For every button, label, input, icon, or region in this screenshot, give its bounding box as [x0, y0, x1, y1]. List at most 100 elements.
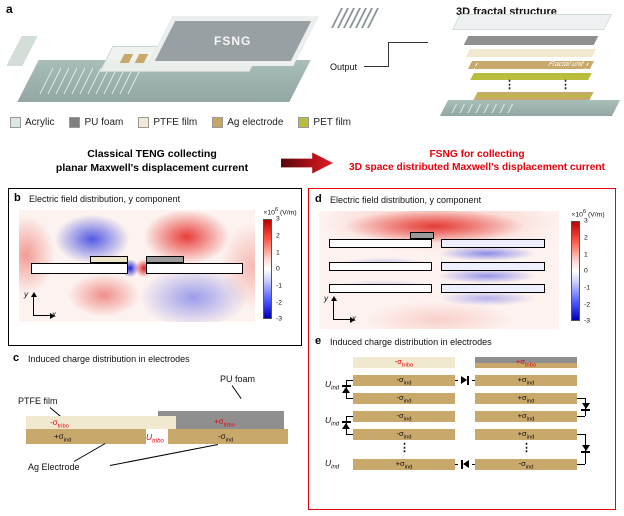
pet-plate	[470, 73, 592, 80]
pu-foam-cap	[410, 232, 435, 240]
right-ag-electrode	[168, 429, 288, 444]
ind-neg-label: -σind	[218, 432, 234, 444]
ptfe-bar: -σtribo	[353, 357, 455, 368]
panel-b-title: Electric field distribution, y component	[29, 194, 181, 204]
electrode-bar	[441, 261, 545, 271]
ind-label: +σind	[517, 374, 535, 387]
output-wire	[388, 42, 389, 67]
electrode-bar: -σind	[475, 459, 577, 470]
left-electrode-bar	[30, 262, 128, 274]
panel-d-label: d	[315, 193, 322, 205]
electrode-bar	[328, 284, 432, 294]
colorbar-strip	[263, 219, 272, 320]
colorbar-d: ×106 (V/m) 3 2 1 0 -1 -2 -3	[565, 209, 611, 325]
continuation-dots: ⋮	[399, 442, 410, 454]
fsng-label: FSNG	[214, 34, 252, 48]
electrode-bar	[441, 284, 545, 294]
fsng-panel-box: d Electric field distribution, y compone…	[308, 188, 616, 510]
y-axis-arrow	[30, 292, 37, 315]
electrode-bar: +σind	[475, 411, 577, 422]
tick-label: 2	[584, 234, 588, 242]
ind-label: +σind	[395, 458, 413, 471]
ind-pos-label: +σind	[54, 432, 72, 444]
tribo-pos-label: +σtribo	[214, 417, 235, 429]
pu-foam-label: PU foam	[220, 374, 256, 384]
header-line: Classical TENG collecting	[87, 148, 217, 160]
legend-label: Acrylic	[25, 117, 55, 128]
u-ind-label: Uind	[325, 458, 340, 471]
output-wire	[388, 42, 428, 43]
x-axis-arrow	[333, 316, 355, 323]
ptfe-plate	[465, 49, 597, 57]
electrode-bar: -σind	[353, 375, 455, 386]
axis-indicator: y x	[323, 294, 356, 327]
ptfe-strip	[26, 416, 176, 429]
tick-label: -2	[584, 301, 591, 309]
field-plot-d	[319, 211, 559, 329]
electrode-bar: -σind	[353, 393, 455, 404]
ind-label: -σind	[396, 428, 412, 441]
ptfe-cap	[89, 255, 128, 263]
colorbar-title: ×106 (V/m)	[263, 207, 297, 217]
header-fsng: FSNG for collecting 3D space distributed…	[334, 148, 620, 175]
header-classical-teng: Classical TENG collecting planar Maxwell…	[26, 148, 278, 175]
acrylic-base	[439, 100, 621, 116]
panel-e-label: e	[315, 335, 322, 347]
panel-e-title: Induced charge distribution in electrode…	[330, 337, 492, 347]
axis-indicator: y x	[23, 290, 56, 323]
y-axis-label: y	[24, 290, 28, 299]
tick-label: 1	[584, 251, 588, 259]
tribo-pos-label: +σtribo	[515, 356, 537, 369]
acrylic-wall	[6, 36, 38, 66]
field-plot-b	[19, 210, 255, 322]
fsng-schematic: -σtribo +σtribo -σind +σind -σind +σind …	[325, 355, 609, 505]
tick-label: -1	[584, 284, 591, 292]
stack-dots: ⋮	[560, 79, 571, 91]
wire	[577, 464, 585, 465]
pu-foam-bar: +σtribo	[475, 357, 577, 368]
fractal-unit-label: Fractal unit	[546, 61, 585, 68]
fsng-device-render: FSNG	[6, 6, 319, 114]
panel-b-label: b	[14, 192, 21, 204]
legend-item-pet-film: PET film	[298, 117, 351, 128]
tick-label: -3	[276, 315, 283, 323]
pu-foam-cap	[146, 255, 185, 263]
header-line: 3D space distributed Maxwell's displacem…	[348, 162, 606, 174]
electrode-bar: -σind	[353, 411, 455, 422]
wire	[346, 416, 353, 417]
header-line: FSNG for collecting	[429, 149, 525, 160]
wire	[577, 416, 585, 417]
legend-item-acrylic: Acrylic	[10, 117, 54, 128]
y-axis-arrow	[330, 296, 337, 319]
ag-electrode-label: Ag Electrode	[28, 462, 80, 472]
electrode-traces	[451, 104, 519, 113]
leader-line	[109, 444, 219, 466]
panel-c-label: c	[13, 352, 20, 364]
tick-label: 0	[276, 265, 280, 273]
leader-line	[231, 385, 242, 399]
transition-arrow-icon	[281, 152, 333, 174]
wire	[346, 398, 353, 399]
diode-icon	[341, 418, 351, 432]
ind-label: +σind	[517, 428, 535, 441]
legend-swatch	[138, 117, 150, 128]
u-ind-label: Uind	[325, 379, 340, 392]
u-ind-label: Uind	[325, 415, 340, 428]
electrode-bar	[328, 239, 432, 249]
output-label: Output	[330, 62, 358, 72]
fsng-slab: FSNG	[147, 16, 319, 66]
electrode-bar: +σind	[475, 393, 577, 404]
acrylic-top-plate	[451, 14, 613, 30]
ind-label: -σind	[518, 458, 534, 471]
legend-label: PU foam	[84, 117, 124, 128]
ind-label: -σind	[396, 410, 412, 423]
continuation-dots: ⋮	[521, 442, 532, 454]
ind-label: -σind	[396, 374, 412, 387]
stack-dots: ⋮	[504, 79, 515, 91]
left-ag-electrode	[26, 429, 146, 444]
legend-item-ag-electrode: Ag electrode	[212, 117, 283, 128]
diode-icon	[341, 382, 351, 396]
diode-icon	[581, 442, 591, 456]
tick-label: 2	[276, 232, 280, 240]
header-line: planar Maxwell's displacement current	[55, 161, 249, 174]
